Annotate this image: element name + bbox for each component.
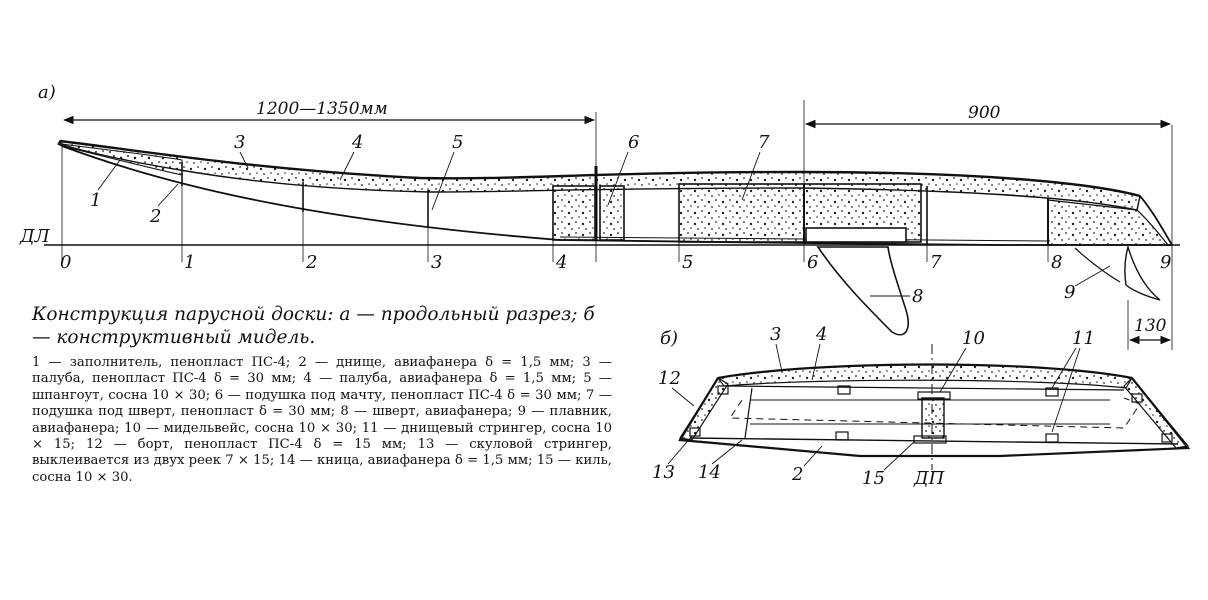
station-0: 0 [60,252,71,273]
mid-leader-15 [883,441,915,471]
station-2: 2 [305,252,317,273]
longitudinal-section: а) ДЛ [19,82,1180,350]
leader-6 [607,151,629,206]
mid-leader-3 [775,343,783,373]
dim-rear: 900 [968,103,1001,123]
station-7: 7 [930,252,942,273]
mid-leader-10 [939,347,967,393]
leader-3 [239,151,249,169]
mid-callout-2: 2 [791,464,803,485]
deck-plywood-line [59,139,1141,198]
leader-4 [339,151,355,181]
dim-fin: 130 [1134,316,1167,336]
midship-section: б) 3 4 10 [652,324,1191,489]
mid-leader-11a [1051,347,1077,389]
station-9: 9 [1160,252,1171,273]
mid-callout-15: 15 [862,468,885,489]
mid-leader-14 [711,439,743,465]
callout-2: 2 [149,206,161,227]
callout-6: 6 [628,132,639,153]
midship-inner-deck [727,385,1125,391]
mid-callout-14: 14 [698,462,721,483]
chine-left-top [717,385,729,395]
chine-left [689,427,701,437]
mid-beam-10 [917,391,951,400]
mid-leader-11b [1051,347,1081,433]
midship-side-foam-left [679,377,729,441]
nose-tip [57,140,64,148]
stringer-left-bottom [835,431,849,441]
mid-callout-4: 4 [815,324,827,345]
leader-2 [157,183,179,207]
mid-leader-13 [667,435,693,465]
mid-axis-dp: ДП [913,468,945,489]
callout-7: 7 [758,132,770,153]
callout-1: 1 [90,190,101,211]
mid-callout-3: 3 [770,324,781,345]
station-4: 4 [555,252,567,273]
view-a-tag: а) [38,82,56,103]
view-b-tag: б) [660,328,678,349]
leader-5 [431,151,455,211]
stern-foam [1047,199,1170,246]
bottom-hull-line [61,145,1172,246]
caption-title: Конструкция парусной доски: а — продольн… [32,304,595,348]
chine-right-top [1131,393,1143,403]
leader-9 [1074,265,1111,287]
centreboard-slot [805,227,907,243]
callout-9: 9 [1064,282,1075,303]
mid-callout-12: 12 [658,368,681,389]
dim-front: 1200—1350мм [256,99,388,119]
fin-9 [1124,244,1161,301]
fin-9-left [1074,247,1121,283]
mast-pad-foam [552,185,596,241]
caption-block: Конструкция парусной доски: а — продольн… [32,303,612,486]
midship-deck-foam [716,363,1133,389]
station-5: 5 [682,252,693,273]
midship-side-foam-right [1123,377,1190,449]
leader-7 [741,151,761,201]
mid-leader-2 [803,445,823,467]
leader-1 [97,159,121,191]
mast-pad-foam-2 [599,185,625,241]
chine-right [1161,433,1173,443]
callout-3: 3 [234,132,245,153]
baseline-label: ДЛ [19,226,51,247]
stringer-right-bottom [1045,433,1059,443]
callout-5: 5 [452,132,463,153]
midship-inner-bottom [689,437,1179,445]
mid-callout-11: 11 [1072,328,1095,349]
mid-callout-13: 13 [652,462,675,483]
callout-8: 8 [912,286,923,307]
mid-leader-4 [811,343,821,381]
callout-4: 4 [351,132,363,153]
mid-leader-12 [671,387,695,407]
keel-15 [913,435,947,444]
stringer-left-deck [837,385,851,395]
midship-center-post [921,397,945,439]
midship-knee-14 [744,387,753,439]
stern-transom [1139,195,1173,246]
station-8: 8 [1051,252,1062,273]
station-3: 3 [431,252,442,273]
caption-legend: 1 — заполнитель, пенопласт ПС-4; 2 — дни… [32,355,612,485]
mid-callout-10: 10 [962,328,985,349]
station-1: 1 [184,252,195,273]
centreboard-8 [816,246,909,336]
station-6: 6 [807,252,818,273]
